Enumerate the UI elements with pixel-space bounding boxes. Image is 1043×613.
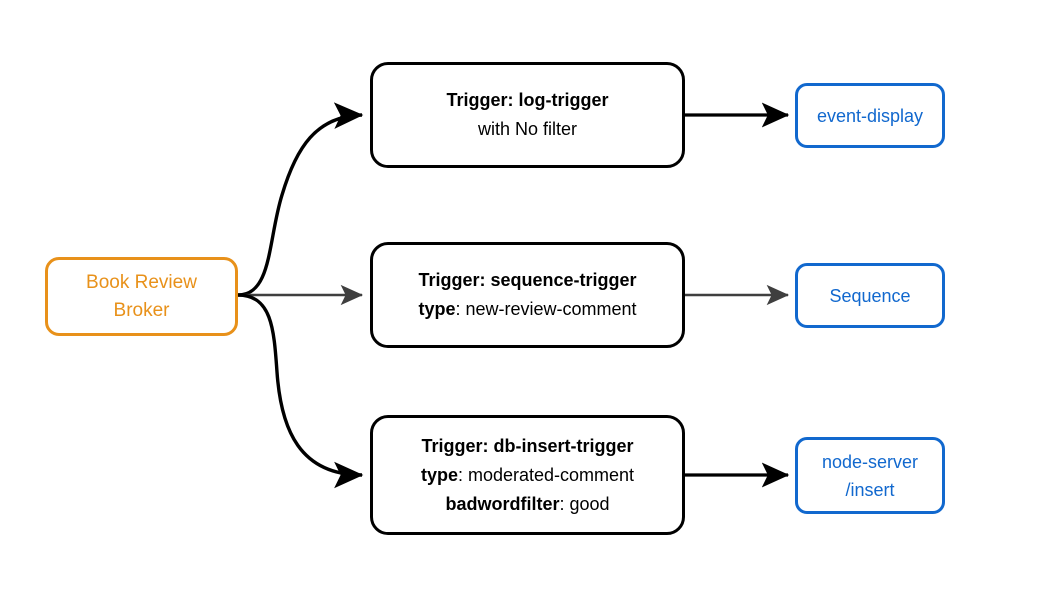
trigger-db-insert-line3-value: : good <box>559 493 610 514</box>
trigger-sequence-line2: type: new-review-comment <box>418 295 636 324</box>
trigger-db-insert-line3: badwordfilter: good <box>445 490 609 519</box>
node-sequence[interactable]: Sequence <box>795 263 945 328</box>
trigger-log-line1: Trigger: log-trigger <box>446 90 609 110</box>
target-event-display-line1: event-display <box>816 105 924 126</box>
node-trigger-db-insert-trigger[interactable]: Trigger: db-insert-trigger type: moderat… <box>370 415 685 535</box>
trigger-db-insert-line2-key: type <box>420 464 458 485</box>
node-node-server-insert[interactable]: node-server /insert <box>795 437 945 514</box>
trigger-db-insert-line2: type: moderated-comment <box>421 461 634 490</box>
trigger-sequence-line2-key: type <box>418 299 456 319</box>
trigger-log-line2-value: with No filter <box>477 119 578 139</box>
broker-label-line1: Book Review <box>86 271 197 293</box>
trigger-db-insert-line3-key: badwordfilter <box>445 493 560 514</box>
broker-label-line2: Broker <box>113 299 170 321</box>
target-node-server-line2: /insert <box>845 479 895 500</box>
target-sequence-line1: Sequence <box>829 285 911 306</box>
edge-broker-to-db-insert-trigger <box>237 293 364 489</box>
trigger-log-line2: with No filter <box>478 115 577 144</box>
node-trigger-sequence-trigger[interactable]: Trigger: sequence-trigger type: new-revi… <box>370 242 685 348</box>
target-node-server-line1: node-server <box>821 451 919 472</box>
node-book-review-broker[interactable]: Book Review Broker <box>45 257 238 336</box>
trigger-db-insert-line1: Trigger: db-insert-trigger <box>421 435 634 456</box>
edge-broker-to-log-trigger <box>237 102 364 297</box>
trigger-sequence-line1: Trigger: sequence-trigger <box>418 270 637 290</box>
node-event-display[interactable]: event-display <box>795 83 945 148</box>
trigger-db-insert-line2-value: : moderated-comment <box>457 464 635 485</box>
node-trigger-log-trigger[interactable]: Trigger: log-trigger with No filter <box>370 62 685 168</box>
trigger-sequence-line2-value: : new-review-comment <box>455 299 637 319</box>
